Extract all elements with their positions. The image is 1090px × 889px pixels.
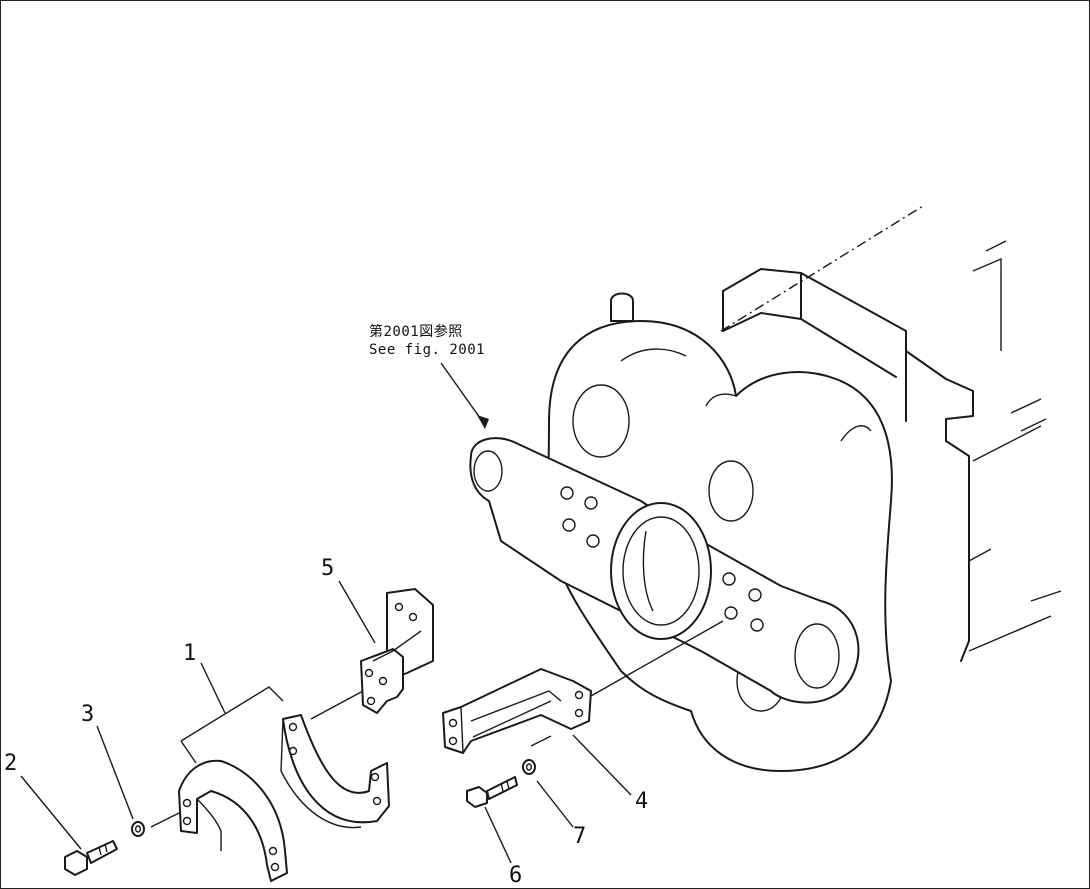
- callout-7: 7: [573, 824, 587, 849]
- part-4-support-bracket: [442, 668, 592, 754]
- part-1-half-ring-rear: [280, 714, 390, 829]
- callout-3: 3: [81, 702, 95, 727]
- callout-2: 2: [4, 751, 18, 776]
- callout-5: 5: [321, 556, 335, 581]
- callout-6: 6: [509, 863, 523, 888]
- part-3-washer: [131, 821, 145, 837]
- reference-note-english: See fig. 2001: [369, 342, 486, 358]
- reference-note-japanese: 第2001図参照: [369, 324, 463, 340]
- leader-lines: [20, 362, 724, 864]
- part-5-bracket: [360, 588, 434, 714]
- part-7-washer: [522, 759, 536, 775]
- part-2-bolt: [64, 840, 118, 876]
- engine-block: [720, 205, 1062, 662]
- part-1-half-ring-front: [178, 759, 288, 882]
- gear-case-housing: [469, 292, 893, 772]
- callout-4: 4: [635, 789, 649, 814]
- callout-1: 1: [183, 641, 197, 666]
- part-6-bolt: [466, 776, 518, 808]
